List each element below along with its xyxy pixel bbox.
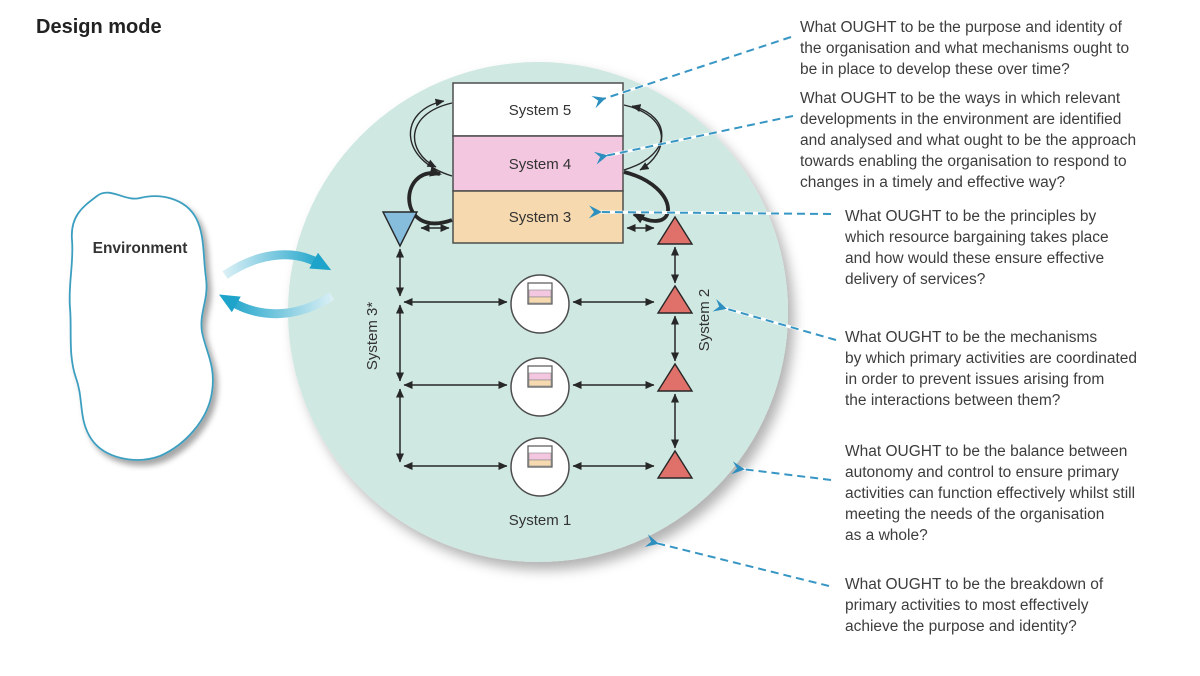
annotation-arrow-4 bbox=[712, 299, 837, 341]
environment-blob bbox=[68, 191, 214, 461]
system3star-triangle bbox=[381, 211, 419, 248]
page-title: Design mode bbox=[36, 16, 162, 38]
system1-label: System 1 bbox=[509, 512, 572, 529]
system3-label: System 3 bbox=[509, 209, 572, 226]
annotation-autonomy: What OUGHT to be the balance between aut… bbox=[845, 443, 1136, 544]
unit-icon-2 bbox=[527, 365, 553, 388]
connector-lines bbox=[396, 224, 679, 470]
system2-triangle-1 bbox=[656, 215, 694, 245]
env-to-org-arrow bbox=[222, 250, 332, 279]
annotation-system5: What OUGHT to be the purpose and identit… bbox=[800, 19, 1130, 78]
annotation-arrows bbox=[588, 35, 837, 588]
primary-activity-units bbox=[510, 274, 570, 497]
unit-icon-3 bbox=[527, 445, 553, 468]
annotation-system3: What OUGHT to be the principles by which… bbox=[845, 208, 1109, 288]
annotation-system2: What OUGHT to be the mechanisms by which… bbox=[845, 329, 1138, 409]
annotation-arrow-6 bbox=[644, 534, 830, 587]
annotation-arrow-1 bbox=[591, 36, 792, 109]
annotation-system1: What OUGHT to be the breakdown of primar… bbox=[845, 576, 1104, 635]
system2-triangle-3 bbox=[656, 362, 694, 392]
feedback-arcs bbox=[407, 98, 670, 226]
environment-exchange-arrows bbox=[218, 250, 335, 319]
system4-label: System 4 bbox=[509, 156, 572, 173]
unit-icon-1 bbox=[527, 282, 553, 305]
annotation-arrow-2 bbox=[593, 115, 794, 165]
system2-label: System 2 bbox=[696, 289, 713, 352]
system3star-label: System 3* bbox=[364, 302, 381, 371]
system2-triangle-4 bbox=[656, 449, 694, 479]
environment-label: Environment bbox=[93, 240, 188, 257]
triangles bbox=[381, 211, 694, 479]
system2-triangle-2 bbox=[656, 284, 694, 314]
annotation-arrow-5 bbox=[731, 461, 832, 481]
system5-label: System 5 bbox=[509, 102, 572, 119]
org-to-env-arrow bbox=[218, 292, 335, 319]
annotation-system4: What OUGHT to be the ways in which relev… bbox=[800, 90, 1137, 191]
system-stack: System 5 System 4 System 3 bbox=[452, 82, 624, 244]
